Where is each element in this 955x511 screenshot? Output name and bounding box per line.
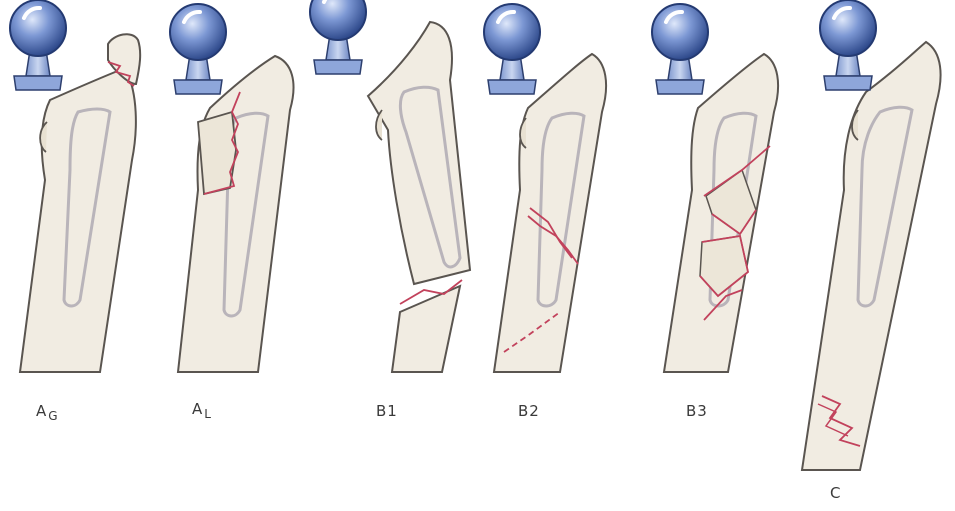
proximal-bone-b1 — [368, 22, 470, 284]
label-al: AL — [192, 400, 212, 421]
lesser-trochanter-fragment-al — [198, 112, 236, 194]
prosthesis-head-c — [820, 0, 876, 90]
prosthesis-head-ag — [10, 0, 66, 90]
prosthesis-head-b2 — [484, 4, 540, 94]
lesser-trochanter-b1 — [376, 110, 382, 140]
lesser-trochanter-ag — [40, 122, 47, 152]
label-c: C — [830, 484, 841, 502]
bone-outline-b2 — [494, 54, 606, 372]
femur-b1 — [310, 0, 470, 372]
femur-b2 — [484, 4, 606, 372]
label-ag-sub: G — [48, 409, 58, 423]
label-b1: B1 — [376, 402, 398, 420]
label-al-sub: L — [204, 407, 212, 421]
femur-ag — [10, 0, 140, 372]
label-b3: B3 — [686, 402, 708, 420]
prosthesis-head-b1 — [310, 0, 366, 74]
label-ag-main: A — [36, 402, 47, 420]
label-b2: B2 — [518, 402, 540, 420]
femur-al — [170, 4, 294, 372]
femur-c — [802, 0, 941, 470]
prosthesis-head-b3 — [652, 4, 708, 94]
label-ag: AG — [36, 402, 59, 423]
femur-b3 — [652, 4, 778, 372]
distal-bone-b1 — [392, 286, 460, 372]
label-al-main: A — [192, 400, 203, 418]
prosthesis-head-al — [170, 4, 226, 94]
